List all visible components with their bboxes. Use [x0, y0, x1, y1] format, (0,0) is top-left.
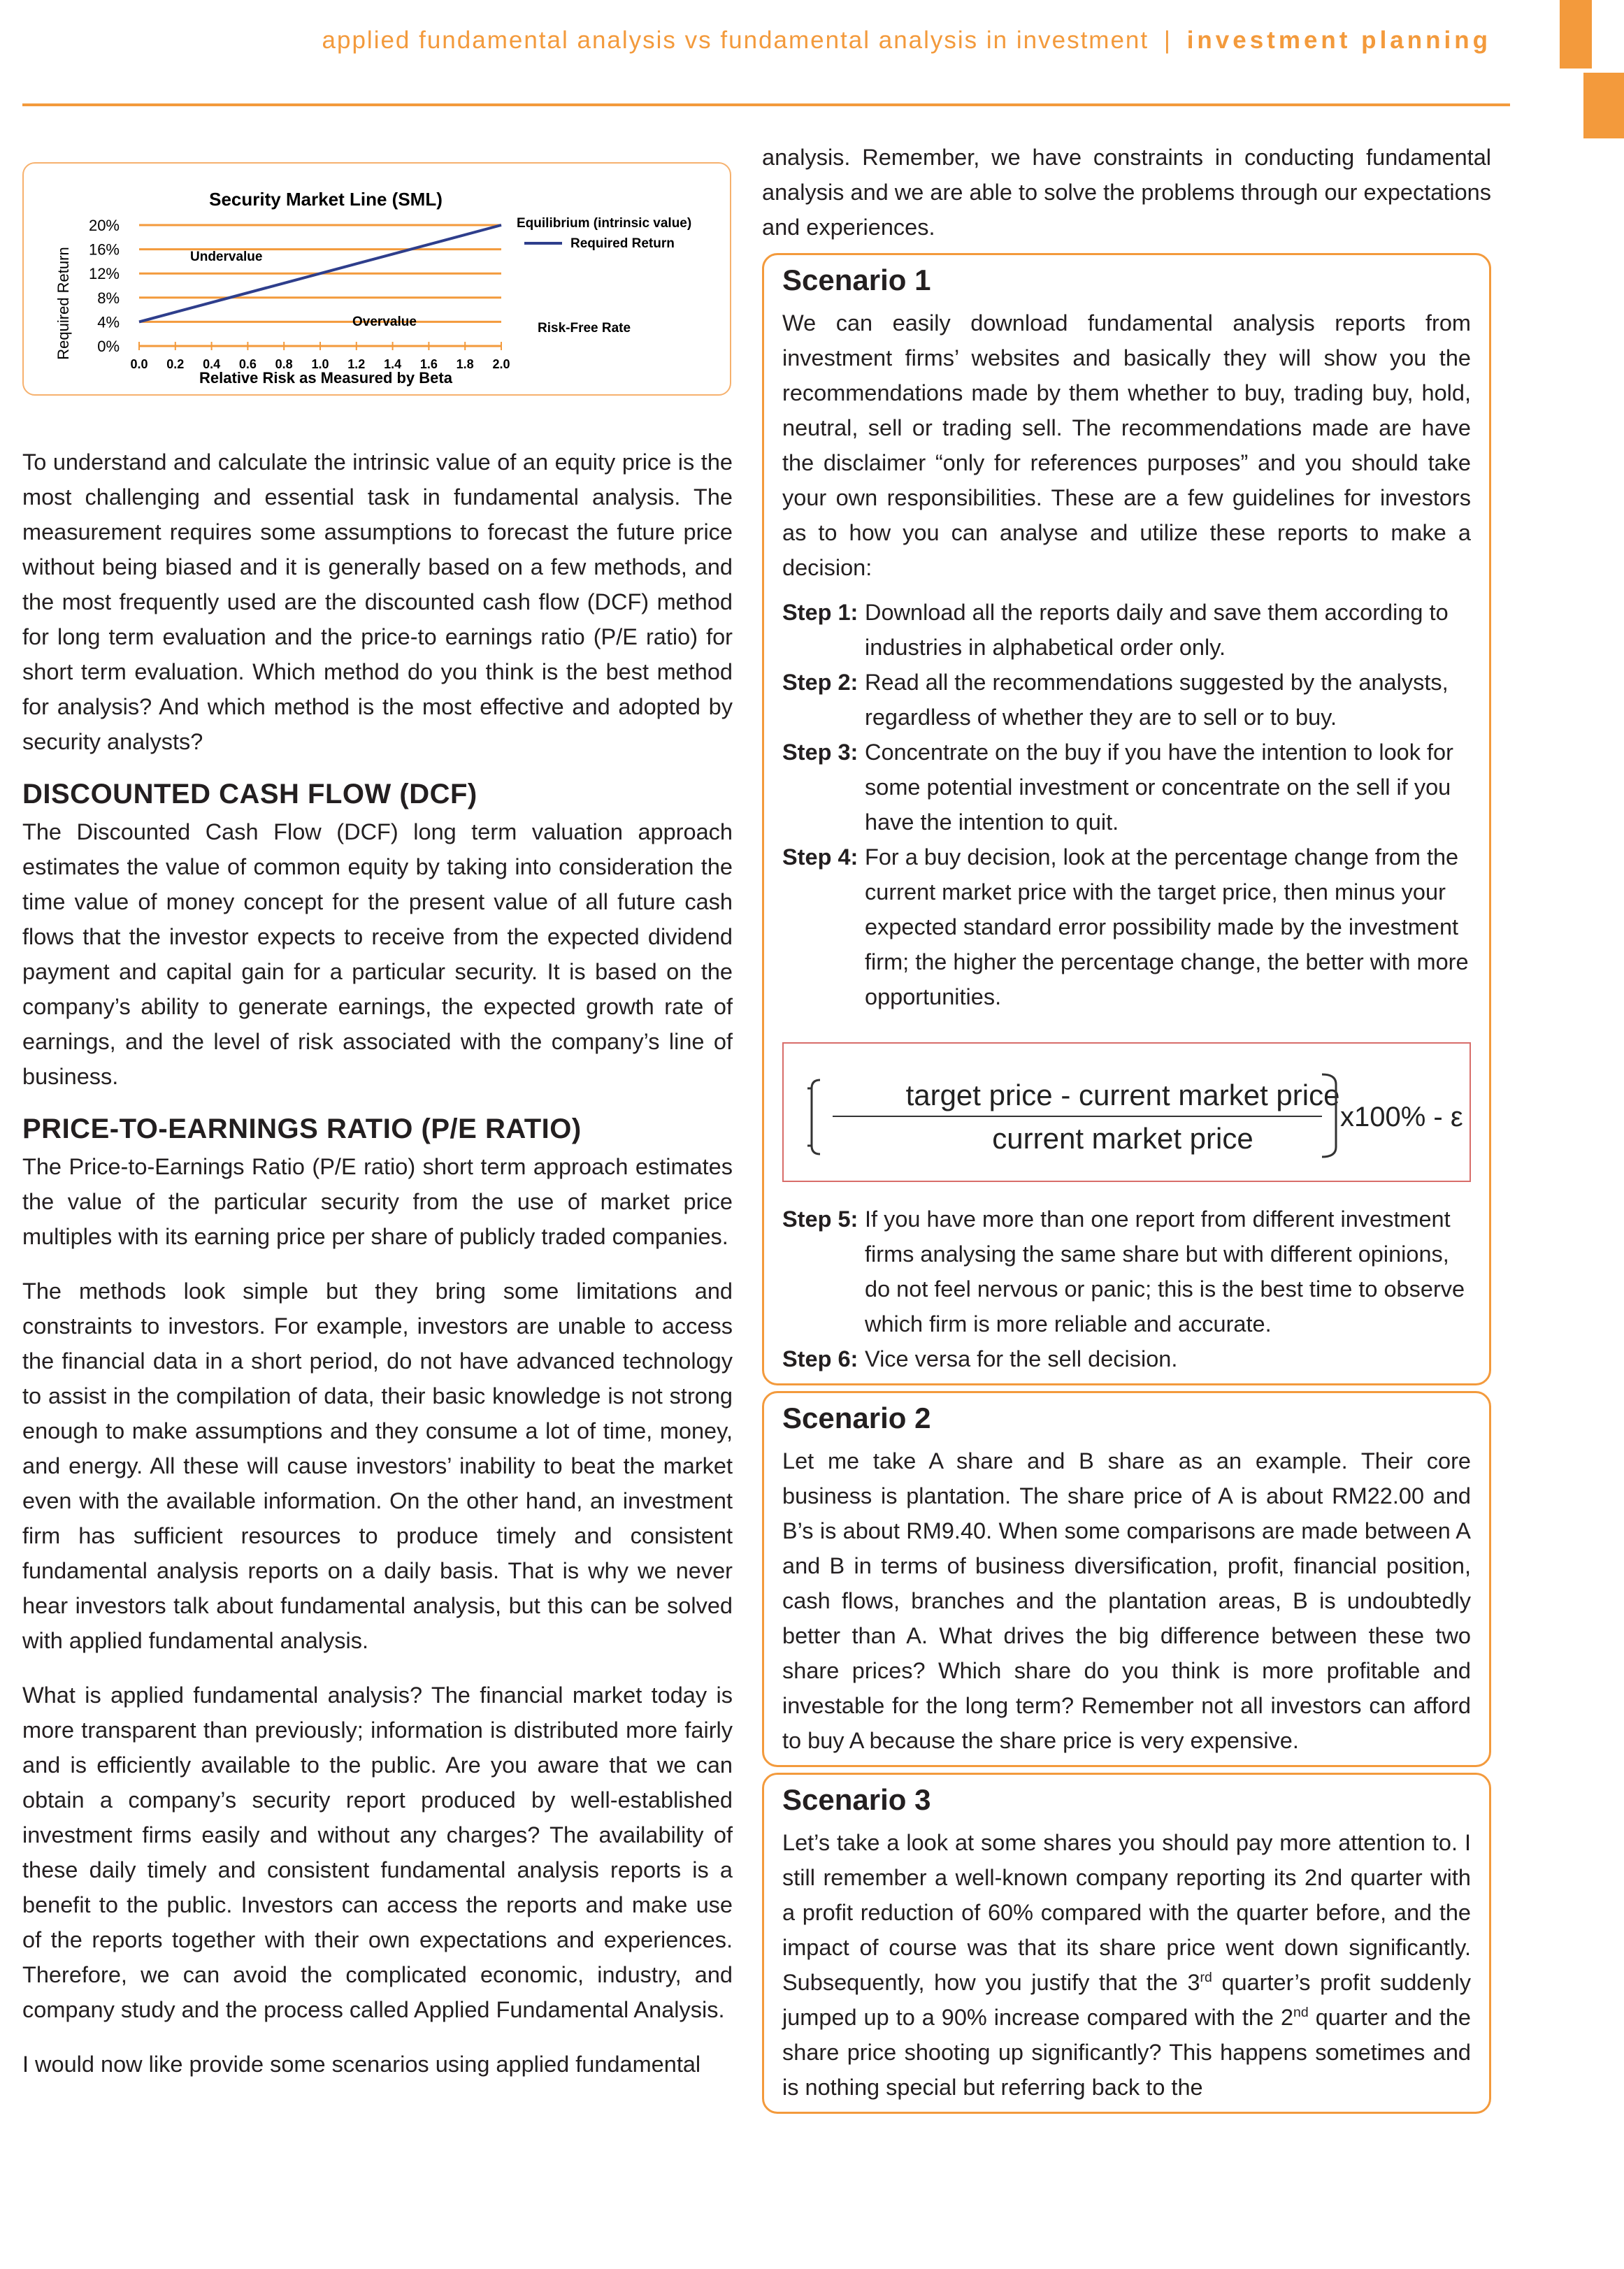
- x-tick-label: 0.6: [239, 357, 257, 371]
- step-label: Step 6:: [782, 1346, 858, 1371]
- annotation-risk-free: Risk-Free Rate: [538, 321, 631, 336]
- ordinal-suffix-2nd: nd: [1293, 2005, 1309, 2021]
- formula-denominator: current market price: [992, 1122, 1253, 1155]
- chart-ticks: 0% 4% 8% 12% 16% 20% 0.0 0.2 0.4 0.6 0.8 1.0 1.2 1.4 1…: [89, 217, 510, 371]
- scenario-3-title: Scenario 3: [782, 1783, 931, 1816]
- left-bracket: [810, 1079, 821, 1155]
- step-label: Step 3:: [782, 740, 858, 765]
- scenario-3-text: Let’s take a look at some shares you sho…: [782, 1825, 1471, 2105]
- x-tick-label: 1.6: [420, 357, 438, 371]
- y-tick-label: 16%: [89, 241, 120, 259]
- section-name: investment planning: [1186, 27, 1491, 54]
- step-item: Step 4: For a buy decision, look at the p…: [782, 840, 1471, 1014]
- formula-suffix: x100% - ε: [1340, 1102, 1463, 1132]
- x-tick-label: 1.8: [457, 357, 474, 371]
- chart-title: Security Market Line (SML): [209, 189, 443, 210]
- scenario-3-text-part1: Let’s take a look at some shares you sho…: [782, 1830, 1471, 1995]
- dcf-paragraph: The Discounted Cash Flow (DCF) long term…: [22, 819, 733, 1089]
- header-separator: |: [1163, 27, 1172, 54]
- ordinal-suffix-3rd: rd: [1200, 1970, 1212, 1986]
- x-tick-label: 0.2: [166, 357, 184, 371]
- x-tick-label: 1.0: [311, 357, 329, 371]
- right-column: analysis. Remember, we have constraints …: [762, 140, 1491, 2119]
- step-item: Step 3: Concentrate on the buy if you hav…: [782, 735, 1471, 840]
- intro-paragraph: To understand and calculate the intrinsi…: [22, 449, 733, 754]
- legend-label-required-return: Required Return: [570, 236, 675, 251]
- y-tick-label: 20%: [89, 217, 120, 234]
- scenario-2-title: Scenario 2: [782, 1402, 931, 1434]
- running-title: applied fundamental analysis vs fundamen…: [322, 27, 1149, 54]
- step-item: Step 2: Read all the recommendations sugg…: [782, 665, 1471, 735]
- step-item: Step 1: Download all the reports daily an…: [782, 595, 1471, 665]
- corner-tab-bottom: [1583, 73, 1624, 138]
- scenario-3-box: Scenario 3 Let’s take a look at some sha…: [762, 1773, 1491, 2114]
- right-bracket: [1321, 1073, 1337, 1158]
- continuation-paragraph: analysis. Remember, we have constraints …: [762, 145, 1491, 240]
- scenario-3-text-part2: quarter’s profit suddenly jumped up to a…: [782, 1970, 1471, 2030]
- annotation-equilibrium: Equilibrium (intrinsic value): [517, 216, 691, 231]
- step-item: Step 6: Vice versa for the sell decision.: [782, 1341, 1471, 1376]
- x-tick-label: 0.4: [203, 357, 220, 371]
- steps-list: Step 1: Download all the reports daily an…: [782, 595, 1471, 1014]
- chart-ylabel: Required Return: [55, 247, 72, 359]
- closing-paragraph: I would now like provide some scenarios …: [22, 2052, 701, 2077]
- applied-paragraph: What is applied fundamental analysis? Th…: [22, 1683, 733, 2022]
- scenario-1-title: Scenario 1: [782, 264, 931, 296]
- running-header: applied fundamental analysis vs fundamen…: [322, 27, 1491, 55]
- step-label: Step 1:: [782, 600, 858, 625]
- x-tick-label: 2.0: [492, 357, 510, 371]
- step-label: Step 4:: [782, 844, 858, 870]
- scenario-2-text: Let me take A share and B share as an ex…: [782, 1448, 1471, 1753]
- formula-numerator: target price - current market price: [906, 1079, 1340, 1111]
- scenario-1-intro: We can easily download fundamental analy…: [782, 310, 1471, 580]
- sml-chart-box: 0% 4% 8% 12% 16% 20% 0.0 0.2 0.4 0.6 0.8 1.0 1.2 1.4 1…: [22, 162, 731, 396]
- scenario-1-box: Scenario 1 We can easily download fundam…: [762, 253, 1491, 1385]
- corner-tab-top: [1560, 0, 1592, 69]
- left-column: 0% 4% 8% 12% 16% 20% 0.0 0.2 0.4 0.6 0.8 1.0 1.2 1.4 1…: [22, 140, 733, 2101]
- step-text: Vice versa for the sell decision.: [865, 1346, 1178, 1371]
- chart-series: [138, 224, 502, 324]
- pe-paragraph: The Price-to-Earnings Ratio (P/E ratio) …: [22, 1154, 733, 1249]
- steps-list-after: Step 5: If you have more than one report …: [782, 1202, 1471, 1376]
- annotation-undervalue: Undervalue: [190, 250, 262, 264]
- sml-chart: 0% 4% 8% 12% 16% 20% 0.0 0.2 0.4 0.6 0.8 1.0 1.2 1.4 1…: [55, 189, 691, 387]
- step-item: Step 5: If you have more than one report …: [782, 1202, 1471, 1341]
- chart-gridlines: [139, 224, 501, 347]
- series-line-required-return: [138, 224, 502, 324]
- dcf-heading: DISCOUNTED CASH FLOW (DCF): [22, 779, 477, 809]
- x-tick-label: 0.8: [275, 357, 293, 371]
- y-tick-label: 8%: [97, 289, 120, 307]
- chart-xlabel: Relative Risk as Measured by Beta: [199, 369, 453, 387]
- x-tick-label: 1.4: [384, 357, 401, 371]
- y-tick-label: 4%: [97, 313, 120, 331]
- step-text: Concentrate on the buy if you have the i…: [865, 740, 1453, 835]
- scenario-2-box: Scenario 2 Let me take A share and B sha…: [762, 1391, 1491, 1767]
- scenario-3-text-part3: quarter and the share price shooting up …: [782, 2005, 1471, 2100]
- methods-paragraph: The methods look simple but they bring s…: [22, 1278, 733, 1653]
- step-text: Read all the recommendations suggested b…: [865, 670, 1449, 730]
- x-tick-label: 0.0: [130, 357, 148, 371]
- formula-box: target price - current market price curr…: [782, 1042, 1471, 1182]
- x-tick-label: 1.2: [347, 357, 365, 371]
- y-tick-label: 0%: [97, 338, 120, 355]
- annotation-overvalue: Overvalue: [352, 315, 417, 329]
- step-label: Step 2:: [782, 670, 858, 695]
- pe-heading: PRICE-TO-EARNINGS RATIO (P/E RATIO): [22, 1114, 582, 1144]
- step-label: Step 5:: [782, 1206, 858, 1232]
- step-text: If you have more than one report from di…: [865, 1206, 1465, 1337]
- formula-graphic: target price - current market price curr…: [807, 1073, 1463, 1158]
- y-tick-label: 12%: [89, 265, 120, 282]
- left-bracket-hook: [807, 1087, 812, 1147]
- step-text: For a buy decision, look at the percenta…: [865, 844, 1469, 1009]
- header-rule: [22, 103, 1510, 106]
- step-text: Download all the reports daily and save …: [865, 600, 1449, 660]
